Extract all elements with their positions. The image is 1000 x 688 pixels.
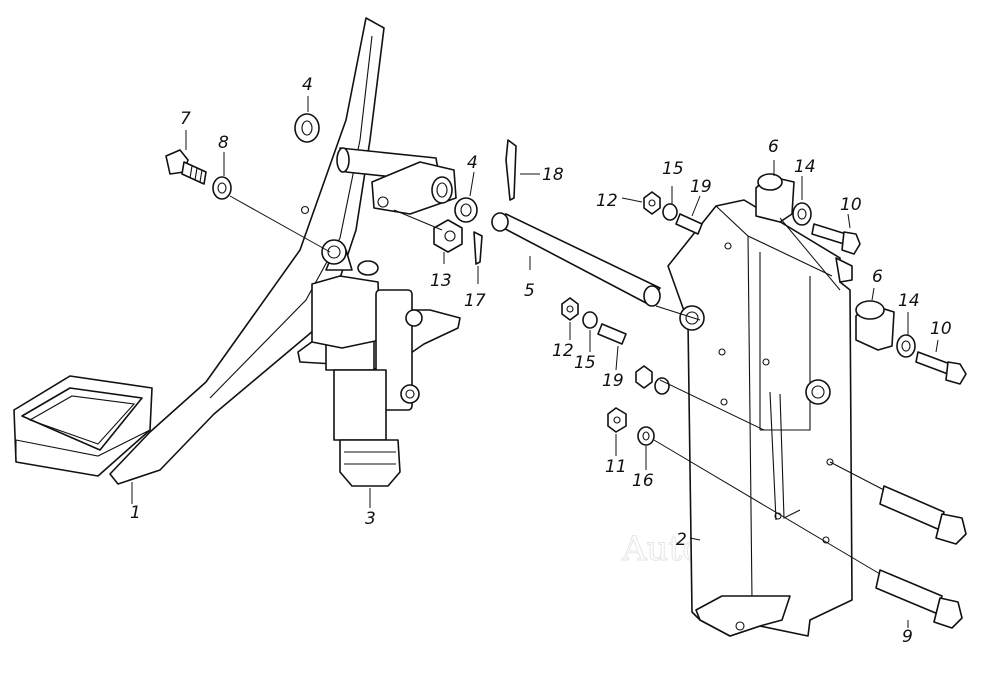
castle-nut-13 [433, 219, 463, 253]
callout-7: 7 [180, 109, 191, 129]
nut-12-upper [643, 191, 661, 215]
axle-pin-5 [491, 212, 661, 307]
washer-16 [637, 426, 655, 446]
callout-14-upper: 14 [794, 157, 816, 177]
callout-6-upper: 6 [768, 137, 779, 157]
bolt-10-lower [915, 351, 967, 385]
leader-lines [131, 96, 939, 628]
callout-4-lower: 4 [467, 153, 478, 173]
sleeve-19-lower [597, 323, 627, 345]
callout-2: 2 [676, 530, 687, 550]
callout-12-upper: 12 [596, 191, 618, 211]
bushing-6-lower [855, 300, 895, 351]
bolt-9-lower [875, 569, 963, 629]
callout-9: 9 [902, 627, 913, 647]
sleeve-19-upper [675, 213, 703, 235]
washer-15-lower [582, 311, 598, 329]
callout-10-upper: 10 [840, 195, 862, 215]
pedal-pad [13, 375, 153, 477]
pedal-shaft [336, 147, 457, 215]
callout-10-lower: 10 [930, 319, 952, 339]
callout-17: 17 [464, 291, 486, 311]
washer-14-lower [896, 334, 916, 358]
master-cylinder [297, 239, 461, 487]
bracket-2 [667, 199, 853, 637]
callout-3: 3 [365, 509, 376, 529]
callout-1: 1 [130, 503, 141, 523]
bushing-6-upper [755, 173, 795, 223]
callout-16: 16 [632, 471, 654, 491]
callout-4-upper: 4 [302, 75, 313, 95]
cotter-pin-17 [473, 231, 483, 265]
nut-near-bracket [635, 365, 670, 395]
callout-14-lower: 14 [898, 291, 920, 311]
callout-19-lower: 19 [602, 371, 624, 391]
nut-12-lower [561, 297, 579, 321]
callout-5: 5 [524, 281, 535, 301]
callout-11: 11 [605, 457, 627, 477]
callout-12-lower: 12 [552, 341, 574, 361]
callout-6-lower: 6 [872, 267, 883, 287]
callout-13: 13 [430, 271, 452, 291]
cotter-pin-18 [505, 139, 517, 201]
bolt-7 [165, 149, 207, 185]
bolt-10-upper [811, 223, 861, 255]
nut-11 [607, 407, 627, 433]
washer-14-upper [792, 202, 812, 226]
callout-15-lower: 15 [574, 353, 596, 373]
callout-19-upper: 19 [690, 177, 712, 197]
washer-4-upper [294, 113, 320, 143]
callout-8: 8 [218, 133, 229, 153]
callout-15-upper: 15 [662, 159, 684, 179]
callout-18: 18 [542, 165, 564, 185]
callout-labels: 1 2 3 4 4 5 6 6 7 8 9 10 10 11 12 12 13 … [130, 75, 952, 647]
bolt-9-upper [879, 485, 967, 545]
washer-15-upper [662, 203, 678, 221]
washer-4-lower [454, 197, 478, 223]
washer-8 [212, 176, 232, 200]
